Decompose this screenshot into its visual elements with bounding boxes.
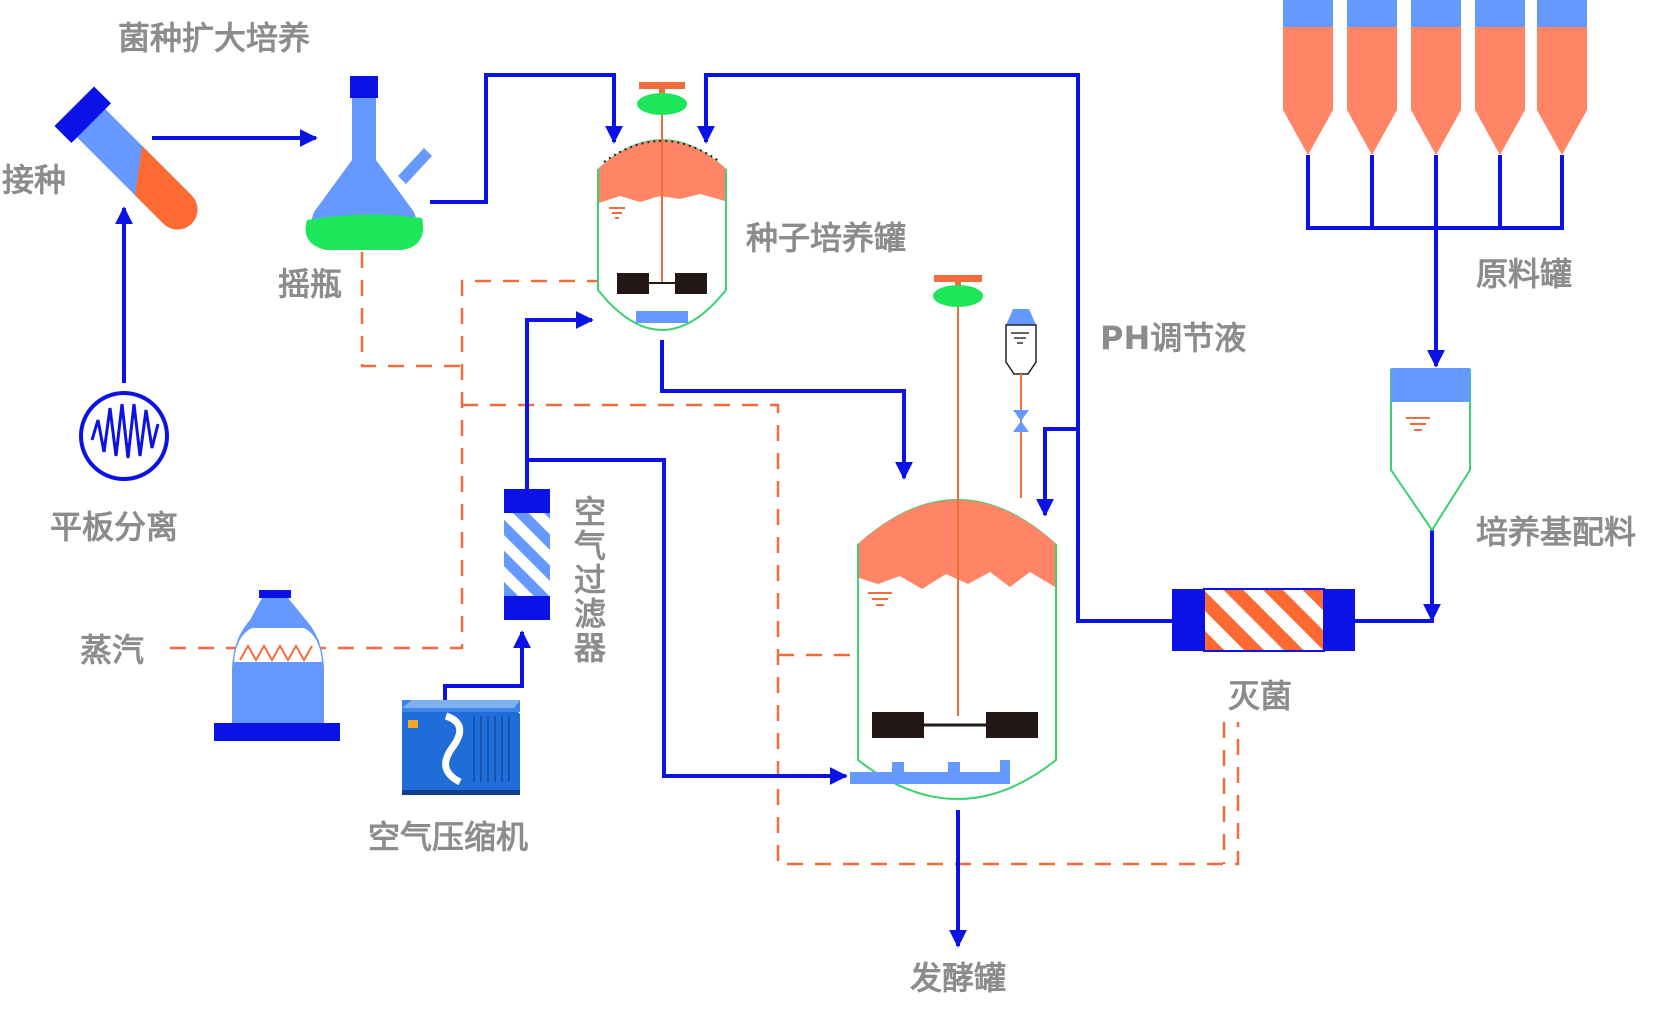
air-filter-label: 空气过滤器 xyxy=(569,495,607,665)
ph-valve-icon xyxy=(1013,410,1029,432)
air-filter xyxy=(504,489,550,620)
air-compressor-label: 空气压缩机 xyxy=(368,818,529,856)
medium-mixing-label: 培养基配料 xyxy=(1476,513,1637,551)
ph-solution-label: PH调节液 xyxy=(1100,319,1247,357)
plate-isolation-label: 平板分离 xyxy=(50,508,179,546)
raw-material-tank-label: 原料罐 xyxy=(1476,255,1573,293)
fermenter-label: 发酵罐 xyxy=(910,959,1007,997)
seed-tank-label: 种子培养罐 xyxy=(746,219,907,257)
test-tube-icon xyxy=(54,86,198,230)
steam-label: 蒸汽 xyxy=(80,631,145,669)
ph-solution-vessel xyxy=(1005,309,1037,498)
sterilizer xyxy=(1172,588,1355,652)
steam-generator xyxy=(214,590,340,741)
seed-tank xyxy=(597,110,727,331)
sterilization-label: 灭菌 xyxy=(1228,677,1293,715)
shake-flask-icon xyxy=(305,76,432,250)
medium-mixing-tank xyxy=(1390,368,1471,532)
fermenter-valve-icon xyxy=(933,275,983,307)
fermenter-tank xyxy=(850,305,1057,800)
inoculation-label: 接种 xyxy=(2,161,67,199)
seed-tank-valve-icon xyxy=(637,82,687,115)
raw-material-tanks xyxy=(1283,0,1587,155)
strain-expansion-label: 菌种扩大培养 xyxy=(118,19,311,57)
shake-flask-label: 摇瓶 xyxy=(278,265,343,303)
plate-isolation-icon xyxy=(79,391,169,481)
air-compressor xyxy=(402,700,520,795)
process-lines xyxy=(115,73,1564,948)
